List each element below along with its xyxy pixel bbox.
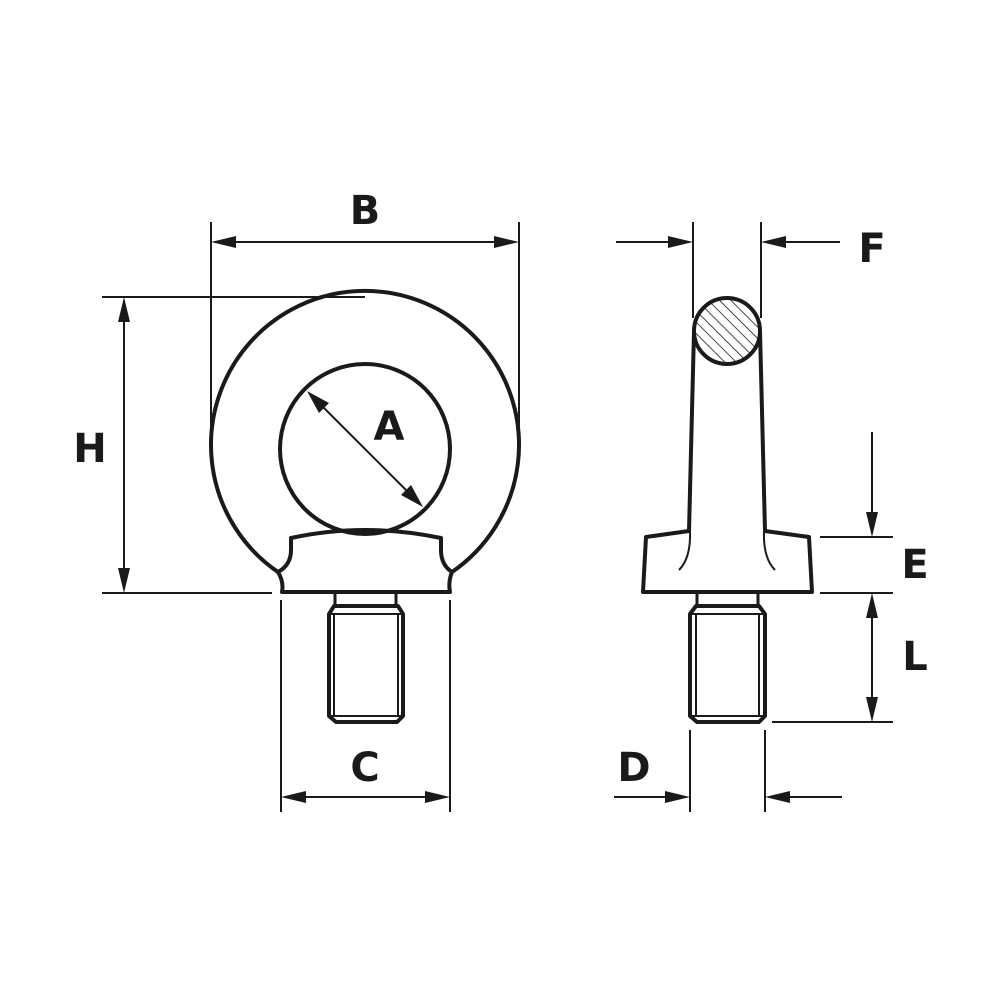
label-e: E [901,542,928,588]
eye-ring-outline [209,288,521,574]
label-b: B [350,188,381,234]
side-view [641,296,814,724]
label-a: A [374,404,405,450]
side-shank-left [687,329,696,533]
collar [276,528,454,594]
label-h: H [73,426,106,472]
side-collar [641,529,814,594]
side-threaded-shank [688,604,767,724]
label-l: L [902,634,928,680]
label-d: D [617,745,650,791]
dimension-a: A [307,391,423,507]
dimension-c: C [280,600,451,812]
threaded-shank [327,604,405,724]
dimension-h: H [73,296,365,594]
cross-section-hatch [694,298,760,364]
dimension-d: D [614,730,842,812]
dimension-f: F [616,222,886,318]
label-f: F [858,226,885,272]
label-c: C [350,745,379,791]
front-view [209,288,521,724]
side-fillet-left [678,530,692,571]
dimension-l: L [772,593,928,723]
eye-hole [278,362,452,536]
side-shank-right [758,329,767,533]
dimension-b: B [210,188,520,440]
side-fillet-right [762,530,776,571]
dimension-e: E [820,432,929,594]
